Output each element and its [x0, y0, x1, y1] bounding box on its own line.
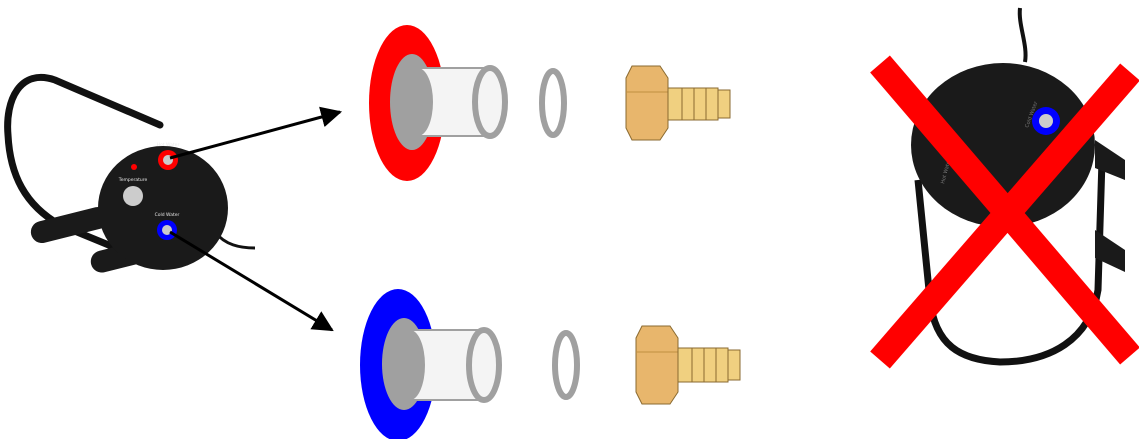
- heater-foot: [30, 206, 110, 244]
- upright-water-heater-icon: Cold Water Hot Water: [911, 7, 1125, 366]
- hot-inlet-fitting-icon: [369, 25, 508, 181]
- heater-front-panel: [98, 146, 228, 270]
- x-mark-icon: [870, 55, 1139, 369]
- temperature-label: Temperature: [118, 177, 148, 183]
- o-ring-icon: [552, 330, 580, 400]
- hot-arrow: [169, 106, 343, 160]
- cold-inlet-fitting-icon: [360, 289, 502, 439]
- hose-barb-icon: [635, 325, 741, 405]
- indicator-led: [131, 164, 137, 170]
- o-ring-icon: [539, 68, 567, 138]
- water-heater-icon: Hot Water Temperature Cold Water: [4, 74, 256, 273]
- hot-water-label: Hot Water: [157, 142, 180, 148]
- temperature-knob: [123, 186, 143, 206]
- hose-barb-icon: [625, 65, 731, 141]
- cold-water-label: Cold Water: [155, 212, 180, 218]
- cold-arrow: [169, 230, 334, 332]
